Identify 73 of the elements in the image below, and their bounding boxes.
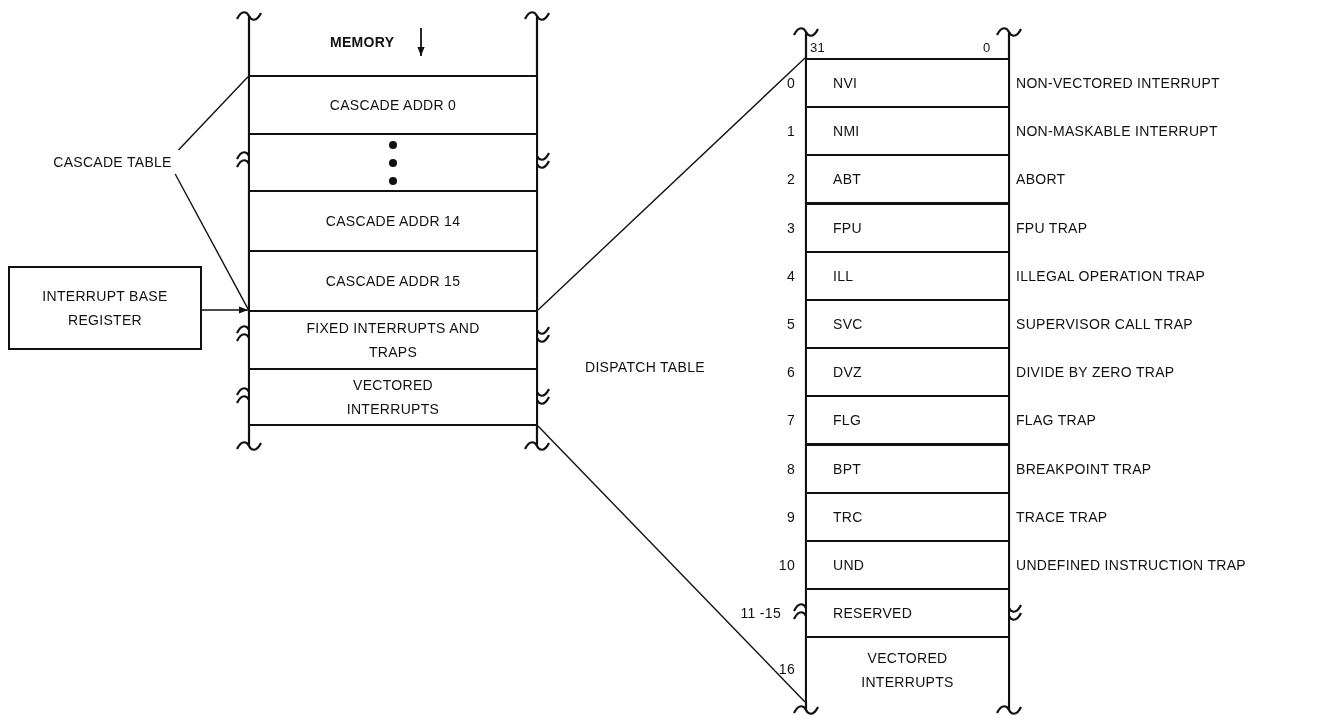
leader-line — [537, 57, 806, 311]
row-index: 9 — [786, 509, 795, 525]
row-label: SVC — [833, 314, 863, 334]
memory-row — [248, 310, 538, 370]
row-label: RESERVED — [833, 603, 913, 623]
row-description: UNDEFINED INSTRUCTION TRAP — [1016, 557, 1246, 573]
row-index: 7 — [786, 412, 795, 428]
row-label: UND — [833, 555, 865, 575]
row-label: CASCADE ADDR 0 — [329, 95, 457, 115]
row-label: INTERRUPT BASE REGISTER — [41, 286, 169, 330]
leader-line — [537, 425, 806, 703]
table-label: DISPATCH TABLE — [585, 359, 705, 375]
row-index: 10 — [778, 557, 795, 573]
table-row — [805, 251, 1010, 301]
row-label: BPT — [833, 459, 862, 479]
row-description: FLAG TRAP — [1016, 412, 1097, 428]
table-row — [805, 203, 1010, 253]
row-label: VECTORED INTERRUPTS — [860, 648, 955, 692]
table-row — [805, 492, 1010, 542]
table-row — [805, 636, 1010, 702]
row-description: ABORT — [1016, 171, 1066, 187]
memory-row — [248, 75, 538, 135]
memory-heading: MEMORY — [330, 34, 395, 50]
row-label: NMI — [833, 121, 860, 141]
row-index: 11 -15 — [740, 605, 781, 621]
row-index: 0 — [786, 75, 795, 91]
register-box — [8, 266, 202, 350]
row-description: SUPERVISOR CALL TRAP — [1016, 316, 1193, 332]
memory-row — [248, 190, 538, 252]
row-label: FIXED INTERRUPTS AND TRAPS — [305, 318, 481, 362]
row-description: FPU TRAP — [1016, 220, 1088, 236]
row-index: 4 — [786, 268, 795, 284]
row-index: 1 — [786, 123, 795, 139]
memory-row — [248, 368, 538, 426]
row-description: DIVIDE BY ZERO TRAP — [1016, 364, 1175, 380]
row-description: NON-MASKABLE INTERRUPT — [1016, 123, 1218, 139]
row-description: TRACE TRAP — [1016, 509, 1108, 525]
row-index: 3 — [786, 220, 795, 236]
memory-row — [248, 133, 538, 192]
leader-line — [174, 173, 249, 310]
bit-number: 0 — [983, 40, 991, 56]
leader-line — [177, 76, 249, 151]
memory-row — [248, 250, 538, 312]
table-row — [805, 444, 1010, 494]
row-label: CASCADE ADDR 15 — [325, 271, 461, 291]
row-index: 2 — [786, 171, 795, 187]
table-row — [805, 395, 1010, 445]
row-label: DVZ — [833, 362, 862, 382]
arrow — [201, 306, 249, 314]
bit-number: 31 — [810, 40, 826, 56]
table-row — [805, 58, 1010, 108]
table-label: CASCADE TABLE — [53, 152, 172, 172]
row-label: FPU — [833, 218, 862, 238]
table-row — [805, 347, 1010, 397]
row-index: 5 — [786, 316, 795, 332]
row-description: BREAKPOINT TRAP — [1016, 461, 1152, 477]
row-index: 6 — [786, 364, 795, 380]
row-index: 16 — [778, 661, 795, 677]
row-label: NVI — [833, 73, 858, 93]
row-label: ABT — [833, 169, 862, 189]
row-label: CASCADE ADDR 14 — [325, 211, 461, 231]
table-row — [805, 588, 1010, 638]
row-description: NON-VECTORED INTERRUPT — [1016, 75, 1220, 91]
row-label: VECTORED INTERRUPTS — [345, 375, 441, 419]
table-row — [805, 540, 1010, 590]
row-label: ILL — [833, 266, 854, 286]
row-description: ILLEGAL OPERATION TRAP — [1016, 268, 1206, 284]
table-row — [805, 106, 1010, 156]
row-label: TRC — [833, 507, 863, 527]
table-row — [805, 154, 1010, 204]
table-row — [805, 299, 1010, 349]
row-index: 8 — [786, 461, 795, 477]
row-label: FLG — [833, 410, 862, 430]
